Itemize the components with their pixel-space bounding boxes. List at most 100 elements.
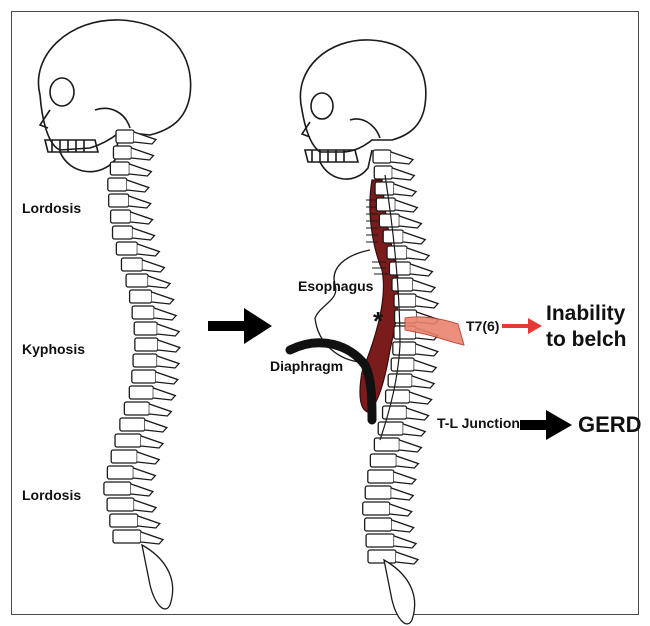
spinous-process: [148, 276, 170, 288]
spinous-process: [412, 376, 434, 388]
vertebra: [363, 502, 390, 515]
spinous-process: [394, 472, 416, 484]
vertebra: [126, 274, 148, 287]
t7-label: T7(6): [466, 318, 499, 334]
sacrum: [384, 560, 415, 624]
spinous-process: [399, 440, 421, 452]
vertebra: [373, 150, 391, 163]
spinous-process: [129, 164, 151, 176]
vertebra: [365, 518, 392, 531]
vertebra: [107, 466, 133, 479]
inability-label-line2: to belch: [546, 328, 627, 352]
spinous-process: [395, 200, 417, 212]
vertebra: [108, 178, 127, 191]
spinous-process: [407, 408, 429, 420]
vertebra: [370, 454, 396, 467]
gerd-label: GERD: [578, 412, 642, 438]
vertebra: [109, 194, 129, 207]
vertebra: [365, 486, 391, 499]
diaphragm-label: Diaphragm: [270, 358, 343, 374]
vertebra: [388, 374, 412, 387]
vertebra: [386, 390, 410, 403]
spinous-process: [391, 152, 413, 164]
vertebra: [383, 406, 407, 419]
spinous-process: [399, 216, 421, 228]
vertebra: [374, 438, 399, 451]
spinous-process: [407, 248, 429, 260]
spinous-process: [133, 228, 155, 240]
spinous-process: [156, 372, 178, 384]
vertebra: [111, 450, 137, 463]
vertebra: [113, 530, 141, 543]
vertebra: [132, 306, 154, 319]
vertebra: [376, 198, 395, 211]
inability-label-line1: Inability: [546, 302, 625, 326]
t7-highlight: [405, 317, 464, 345]
spinous-process: [392, 168, 414, 180]
vertebra: [374, 166, 392, 179]
vertebra: [393, 342, 416, 355]
vertebra: [366, 534, 394, 547]
spinous-process: [394, 536, 416, 548]
spinous-process: [154, 308, 176, 320]
spinous-process: [131, 148, 153, 160]
vertebra: [111, 210, 131, 223]
spinous-process: [152, 292, 174, 304]
diaphragm-shape: [290, 343, 372, 420]
spinous-process: [138, 516, 160, 528]
spinous-process: [141, 436, 163, 448]
spinous-process: [403, 424, 425, 436]
vertebra: [391, 358, 414, 371]
vertebra: [133, 354, 157, 367]
vertebra: [368, 550, 396, 563]
spinous-process: [131, 484, 153, 496]
spinous-process: [396, 552, 418, 564]
vertebra: [392, 278, 413, 291]
vertebra: [110, 514, 138, 527]
esophagus-label: Esophagus: [298, 278, 373, 294]
spinous-process: [133, 468, 155, 480]
asterisk-marker: *: [373, 306, 383, 337]
spinous-process: [145, 420, 167, 432]
spinous-process: [403, 232, 425, 244]
gerd-arrow: [520, 410, 572, 440]
vertebra: [394, 294, 416, 307]
vertebra: [115, 434, 141, 447]
vertebra: [113, 146, 131, 159]
spinous-process: [142, 260, 164, 272]
spinous-process: [413, 280, 435, 292]
vertebra: [130, 290, 152, 303]
left-spine: [104, 130, 180, 609]
spinous-process: [153, 388, 175, 400]
t7-red-arrow: [502, 318, 542, 334]
lordosis-lumbar-label: Lordosis: [22, 487, 81, 503]
spinous-process: [157, 324, 179, 336]
spinous-process: [396, 456, 418, 468]
vertebra: [116, 130, 134, 143]
transition-arrow: [208, 308, 272, 344]
vertebra: [110, 162, 129, 175]
spinous-process: [157, 356, 179, 368]
vertebra: [389, 262, 410, 275]
vertebra: [132, 370, 156, 383]
spinous-process: [158, 340, 180, 352]
spinous-process: [410, 264, 432, 276]
spinous-process: [127, 180, 149, 192]
lordosis-cervical-label: Lordosis: [22, 200, 81, 216]
vertebra: [116, 242, 137, 255]
spinous-process: [394, 184, 416, 196]
tl-junction-label: T-L Junction: [437, 415, 520, 431]
spinous-process: [137, 452, 159, 464]
vertebra: [104, 482, 131, 495]
spinous-process: [129, 196, 151, 208]
kyphosis-label: Kyphosis: [22, 341, 85, 357]
spinous-process: [410, 392, 432, 404]
spinous-process: [392, 520, 414, 532]
spinous-process: [414, 360, 436, 372]
vertebra: [121, 258, 142, 271]
vertebra: [375, 182, 394, 195]
vertebra: [379, 214, 399, 227]
vertebra: [129, 386, 153, 399]
spinous-process: [131, 212, 153, 224]
